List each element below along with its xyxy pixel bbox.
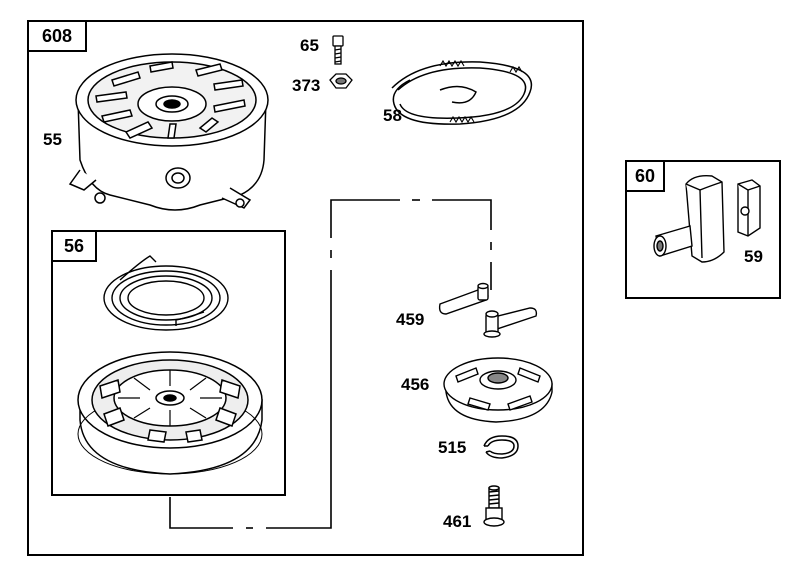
dog-retainer-part[interactable] [443, 357, 553, 423]
starter-rope-part[interactable] [391, 59, 533, 125]
assembly-leader-line [169, 199, 492, 529]
recoil-spring-part[interactable] [103, 255, 229, 331]
callout-screw[interactable]: 65 [300, 36, 319, 55]
starter-dog-part[interactable] [438, 282, 538, 338]
handle-kit-tag[interactable]: 60 [625, 160, 665, 192]
callout-nut[interactable]: 373 [292, 76, 321, 95]
callout-housing[interactable]: 55 [43, 130, 62, 149]
callout-retainer[interactable]: 456 [401, 375, 430, 394]
center-pin-part[interactable] [483, 485, 505, 527]
pulley-assembly-tag[interactable]: 56 [51, 230, 97, 262]
rope-insert-part[interactable] [737, 179, 761, 237]
nut-part[interactable] [329, 73, 353, 89]
screw-part[interactable] [332, 35, 344, 65]
callout-ring[interactable]: 515 [438, 438, 467, 457]
main-assembly-tag[interactable]: 608 [27, 20, 87, 52]
blower-housing-part[interactable] [68, 53, 269, 211]
retaining-ring-part[interactable] [483, 435, 519, 459]
starter-handle-part[interactable] [653, 174, 725, 263]
handle-kit-frame [625, 160, 781, 299]
callout-dog[interactable]: 459 [396, 310, 425, 329]
callout-rope[interactable]: 58 [383, 106, 402, 125]
main-assembly-frame [27, 20, 584, 556]
pulley-part[interactable] [77, 351, 263, 475]
callout-pin[interactable]: 461 [443, 512, 472, 531]
pulley-assembly-frame [51, 230, 286, 496]
callout-handle[interactable]: 59 [744, 247, 763, 266]
